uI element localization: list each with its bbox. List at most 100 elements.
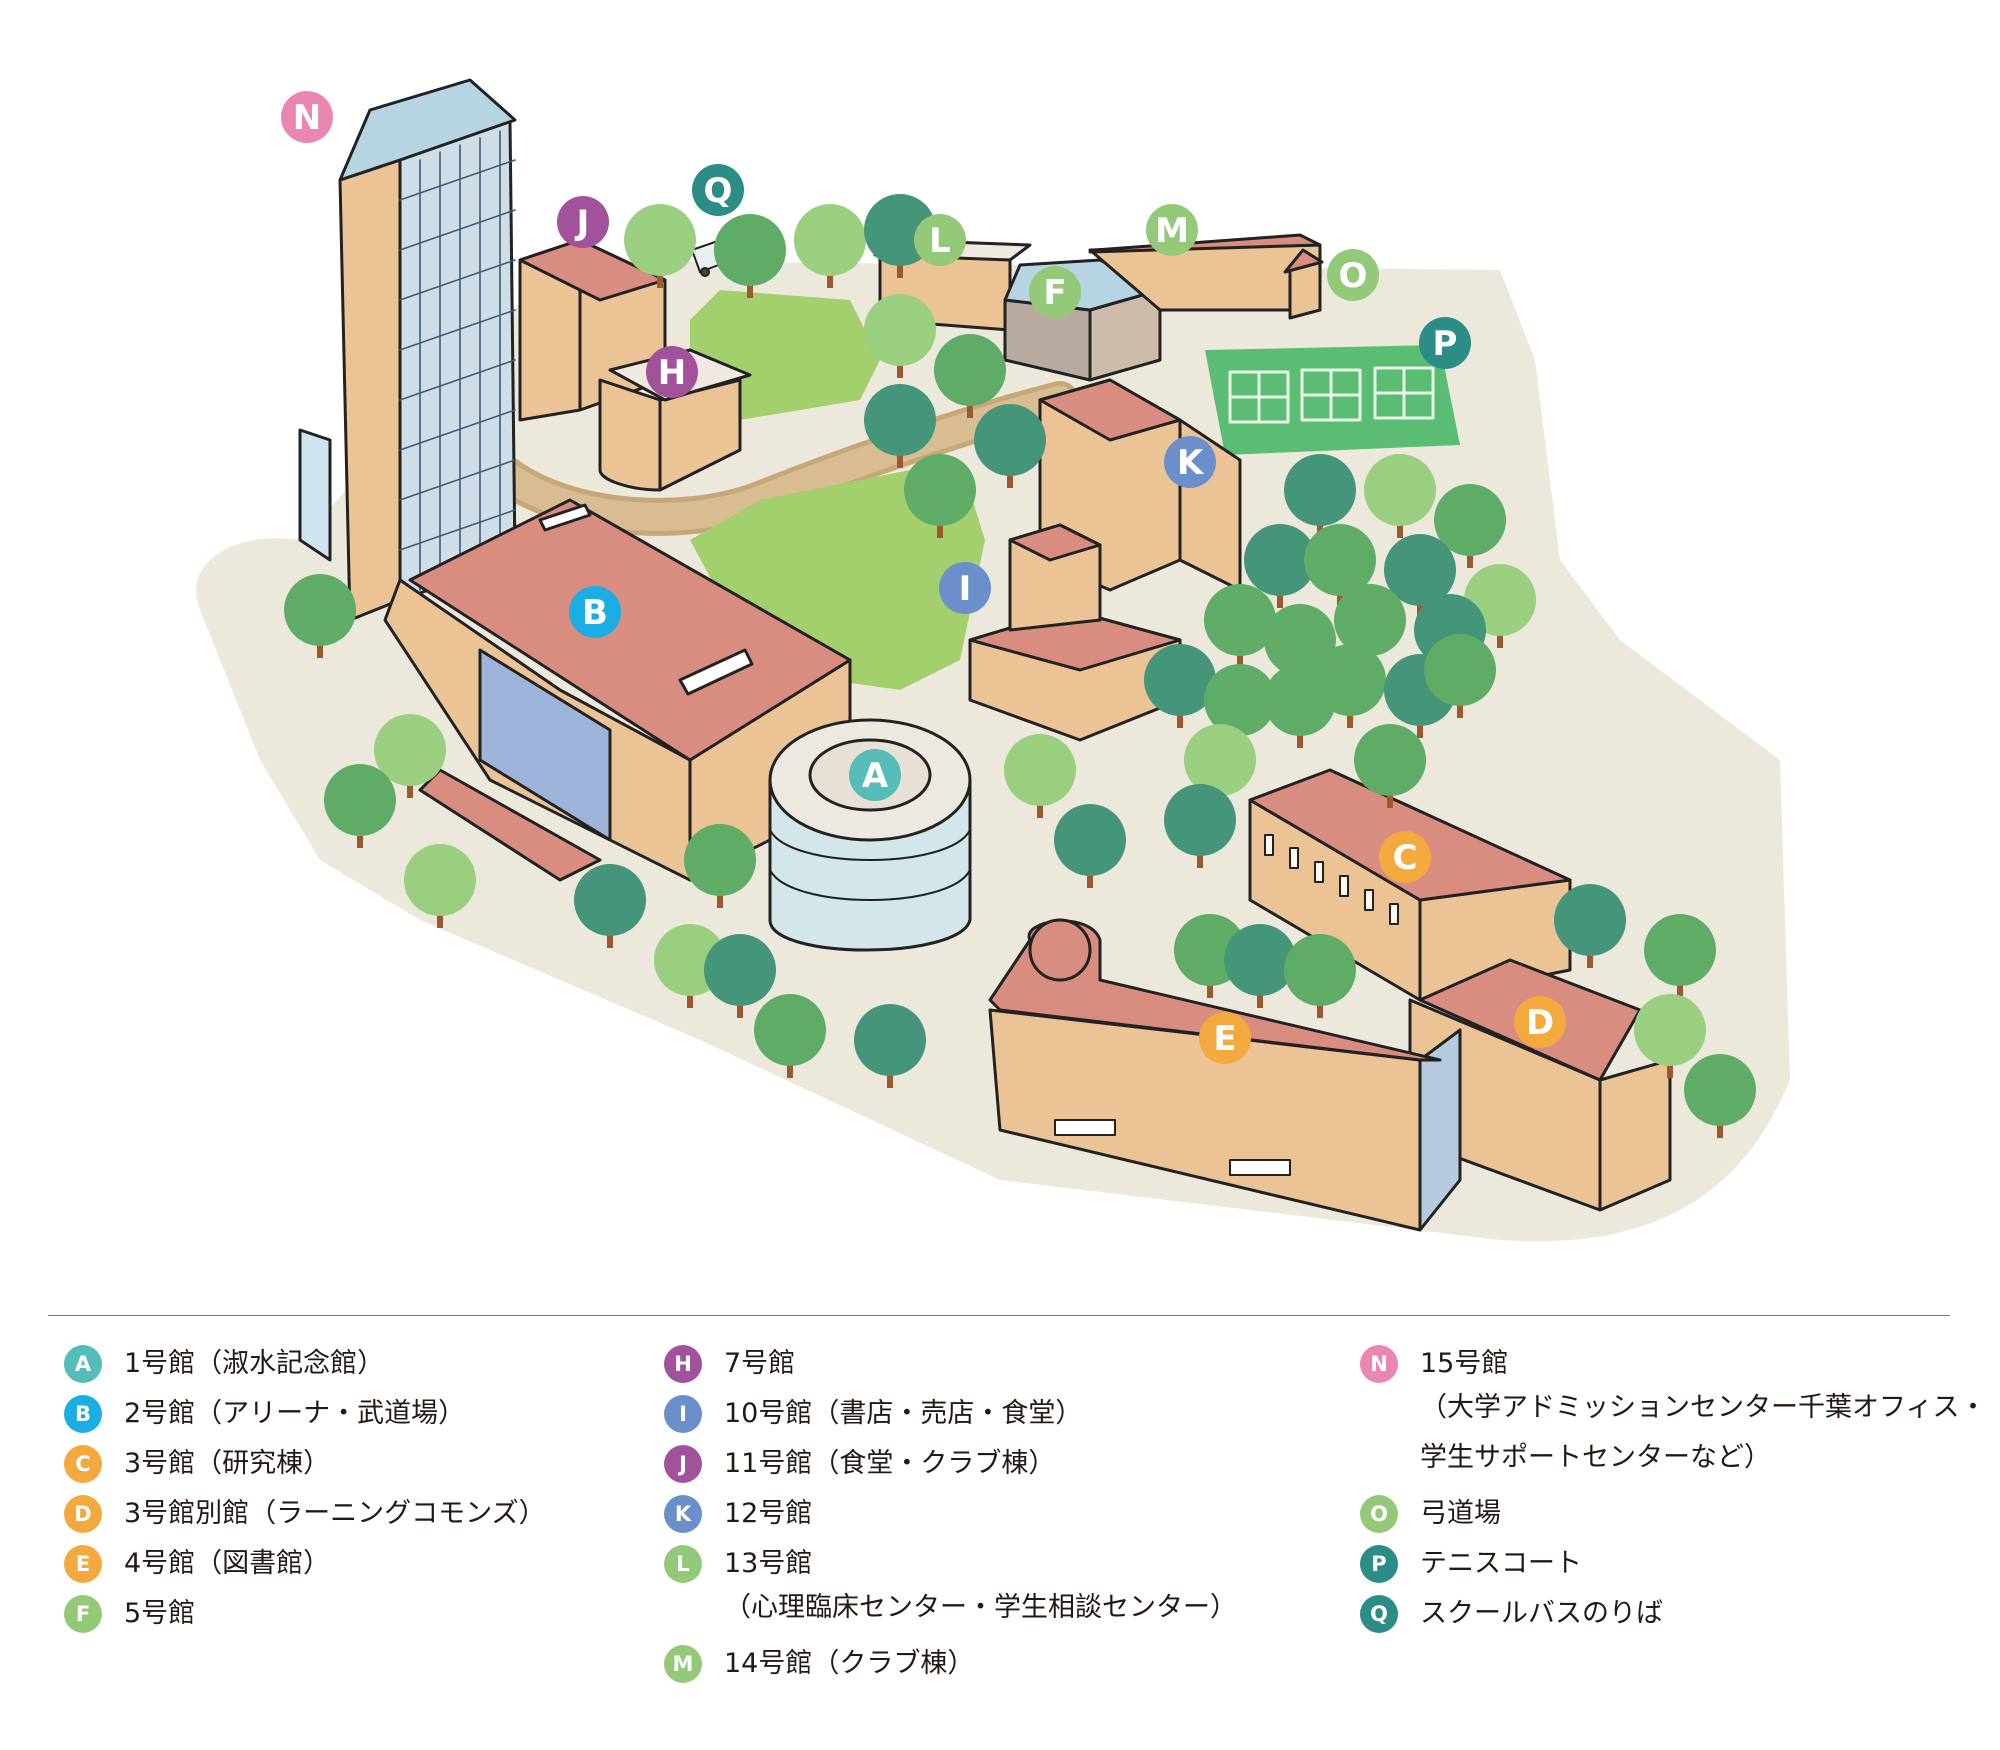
legend-badge: O [1360, 1495, 1398, 1533]
legend-badge: A [64, 1345, 102, 1383]
tree-icon [1424, 634, 1496, 718]
tree-icon [1204, 584, 1276, 668]
map-marker-o[interactable]: O [1327, 249, 1379, 301]
legend-label: 12号館 [724, 1498, 813, 1529]
tree-icon [1684, 1054, 1756, 1138]
legend-badge: C [64, 1445, 102, 1483]
tennis-court [1205, 345, 1460, 455]
legend-column-1: A 1号館（淑水記念館） B 2号館（アリーナ・武道場） C 3号館（研究棟） D 3号館別館… [64, 1345, 546, 1645]
map-marker-m[interactable]: M [1146, 204, 1198, 256]
legend-item-d: D 3号館別館（ラーニングコモンズ） [64, 1495, 546, 1533]
legend-badge: B [64, 1395, 102, 1433]
tree-icon [1384, 534, 1456, 618]
tree-icon [794, 204, 866, 288]
map-marker-j[interactable]: J [557, 196, 609, 248]
legend-item-n: N 15号館（大学アドミッションセンター千葉オフィス・学生サポートセンターなど） [1360, 1345, 1986, 1483]
legend-label: 7号館 [724, 1348, 796, 1379]
tree-icon [934, 334, 1006, 418]
legend-label: 3号館別館（ラーニングコモンズ） [124, 1498, 546, 1529]
map-marker-letter: O [1339, 256, 1368, 296]
tree-icon [1004, 734, 1076, 818]
map-marker-k[interactable]: K [1164, 436, 1216, 488]
legend-item-j: J 11号館（食堂・クラブ棟） [664, 1445, 1237, 1483]
legend-item-b: B 2号館（アリーナ・武道場） [64, 1395, 546, 1433]
building-1 [768, 718, 972, 952]
legend-badge: N [1360, 1345, 1398, 1383]
map-marker-n[interactable]: N [281, 91, 333, 143]
map-marker-f[interactable]: F [1029, 266, 1081, 318]
legend-label: テニスコート [1420, 1548, 1582, 1579]
legend-label: 11号館（食堂・クラブ棟） [724, 1448, 1056, 1479]
legend-badge: E [64, 1545, 102, 1583]
legend-label: 3号館（研究棟） [124, 1448, 331, 1479]
map-marker-p[interactable]: P [1419, 317, 1471, 369]
tree-icon [1364, 454, 1436, 538]
legend-divider [48, 1315, 1950, 1316]
tree-icon [1314, 644, 1386, 728]
legend-badge: L [664, 1545, 702, 1583]
legend-label: 1号館（淑水記念館） [124, 1348, 385, 1379]
tree-icon [374, 714, 446, 798]
map-marker-letter: M [1155, 211, 1189, 251]
tree-icon [904, 454, 976, 538]
map-marker-e[interactable]: E [1199, 1012, 1251, 1064]
legend-badge: D [64, 1495, 102, 1533]
tree-icon [974, 404, 1046, 488]
building-15 [298, 78, 517, 622]
legend-sublabel: （大学アドミッションセンター千葉オフィス・ [1420, 1392, 1987, 1423]
map-marker-letter: F [1043, 273, 1066, 313]
map-marker-h[interactable]: H [646, 346, 698, 398]
map-marker-letter: I [959, 569, 972, 609]
tree-icon [1634, 994, 1706, 1078]
map-marker-b[interactable]: B [569, 586, 621, 638]
tree-icon [324, 764, 396, 848]
legend-badge: P [1360, 1545, 1398, 1583]
legend-badge: M [664, 1645, 702, 1683]
tree-icon [864, 294, 936, 378]
legend-badge: F [64, 1595, 102, 1633]
map-marker-l[interactable]: L [914, 214, 966, 266]
legend-label: 15号館（大学アドミッションセンター千葉オフィス・学生サポートセンターなど） [1420, 1345, 1986, 1483]
building-10 [968, 523, 1182, 742]
tree-icon [1354, 724, 1426, 808]
tree-icon [704, 934, 776, 1018]
map-marker-letter: J [575, 203, 590, 243]
legend-sublabel: 学生サポートセンターなど） [1420, 1442, 1771, 1473]
building-7 [598, 348, 752, 492]
tree-icon [574, 864, 646, 948]
legend-column-3: N 15号館（大学アドミッションセンター千葉オフィス・学生サポートセンターなど） O… [1360, 1345, 1986, 1645]
legend-label: スクールバスのりば [1420, 1598, 1663, 1629]
map-marker-letter: D [1526, 1003, 1554, 1043]
map-marker-c[interactable]: C [1379, 831, 1431, 883]
tree-icon [1224, 924, 1296, 1008]
map-marker-letter: L [929, 221, 951, 261]
tree-icon [1244, 524, 1316, 608]
map-marker-letter: Q [704, 171, 733, 211]
legend-badge: K [664, 1495, 702, 1533]
legend-badge: I [664, 1395, 702, 1433]
legend-sublabel: （心理臨床センター・学生相談センター） [724, 1592, 1237, 1623]
map-marker-letter: C [1393, 838, 1418, 878]
tree-icon [284, 574, 356, 658]
legend-badge: J [664, 1445, 702, 1483]
map-marker-q[interactable]: Q [692, 164, 744, 216]
legend-item-a: A 1号館（淑水記念館） [64, 1345, 546, 1383]
map-marker-i[interactable]: I [939, 562, 991, 614]
legend-label: 4号館（図書館） [124, 1548, 331, 1579]
legend-item-e: E 4号館（図書館） [64, 1545, 546, 1583]
map-marker-letter: B [582, 593, 608, 633]
tree-icon [1284, 934, 1356, 1018]
tree-icon [1164, 784, 1236, 868]
legend-label: 2号館（アリーナ・武道場） [124, 1398, 466, 1429]
map-marker-d[interactable]: D [1514, 996, 1566, 1048]
tree-icon [754, 994, 826, 1078]
map-marker-a[interactable]: A [849, 749, 901, 801]
map-marker-letter: N [293, 98, 321, 138]
